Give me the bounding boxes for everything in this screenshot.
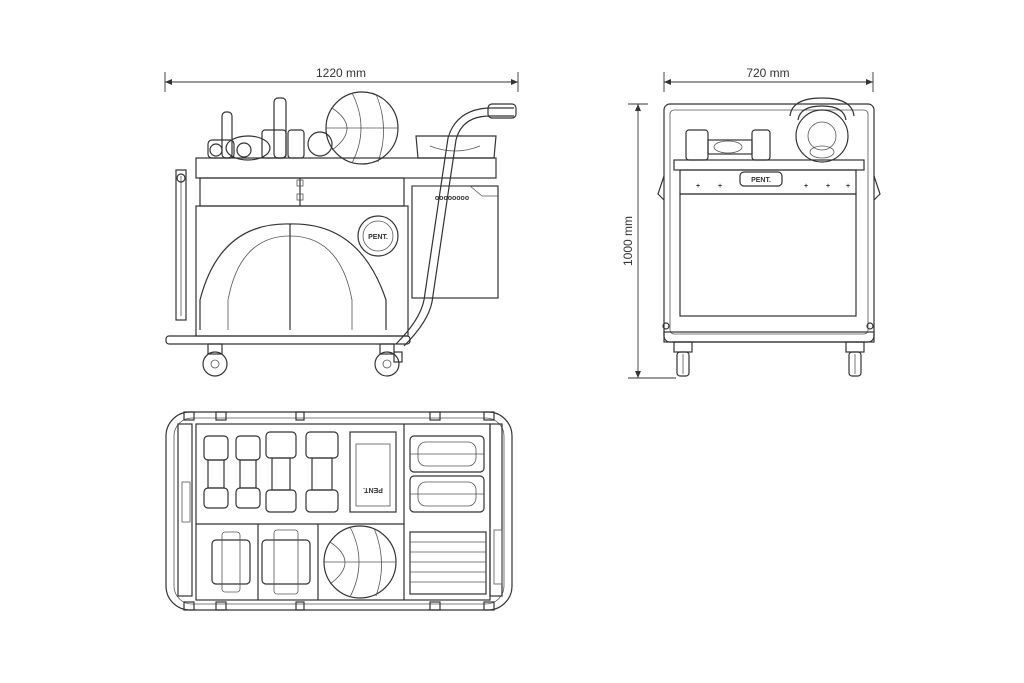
- svg-text:PENT.: PENT.: [363, 486, 383, 493]
- svg-text:+: +: [696, 183, 700, 190]
- weight-plate-icon: [211, 531, 251, 593]
- brand-plate-front: PENT.: [739, 171, 783, 187]
- weight-plate-icon: [409, 435, 485, 473]
- medicine-ball-icon: [325, 91, 399, 165]
- svg-text:+: +: [718, 183, 722, 190]
- dumbbell-icon: [203, 435, 229, 509]
- svg-text:PENT.: PENT.: [751, 177, 771, 184]
- dimension-label-width-side: 1220 mm: [316, 66, 366, 80]
- caster-wheel-icon: [202, 343, 228, 377]
- kettlebell-icon: [789, 97, 855, 163]
- svg-text:+: +: [846, 183, 850, 190]
- dimension-height-front: 1000 mm: [621, 103, 676, 379]
- dumbbell-icon: [235, 435, 261, 509]
- dimension-width-front: 720 mm: [663, 66, 874, 92]
- caster-wheel-icon: [374, 343, 403, 377]
- dumbbell-icon: [305, 431, 339, 513]
- dumbbell-icon: [685, 129, 771, 161]
- side-view: 1220 mm: [164, 66, 519, 377]
- top-view: PENT.: [165, 411, 513, 611]
- medicine-ball-icon: [323, 525, 397, 599]
- front-view: 720 mm 1000 mm: [621, 66, 881, 379]
- svg-text:+: +: [826, 183, 830, 190]
- dumbbell-icon: [265, 431, 297, 513]
- weight-plate-icon: [409, 475, 485, 513]
- svg-text:+: +: [804, 183, 808, 190]
- weight-plate-icon: [261, 529, 311, 595]
- svg-text:PENT.: PENT.: [368, 234, 388, 241]
- dimension-label-width-front: 720 mm: [746, 66, 789, 80]
- side-top-items: [207, 91, 497, 165]
- dimension-width-side: 1220 mm: [164, 66, 519, 92]
- caster-wheel-icon: [673, 341, 693, 377]
- caster-wheel-icon: [845, 341, 865, 377]
- svg-text:oooooooo: oooooooo: [435, 195, 469, 202]
- dimension-label-height-front: 1000 mm: [621, 216, 635, 266]
- brand-box-top: PENT.: [349, 431, 397, 513]
- brand-badge-side: PENT.: [357, 215, 399, 257]
